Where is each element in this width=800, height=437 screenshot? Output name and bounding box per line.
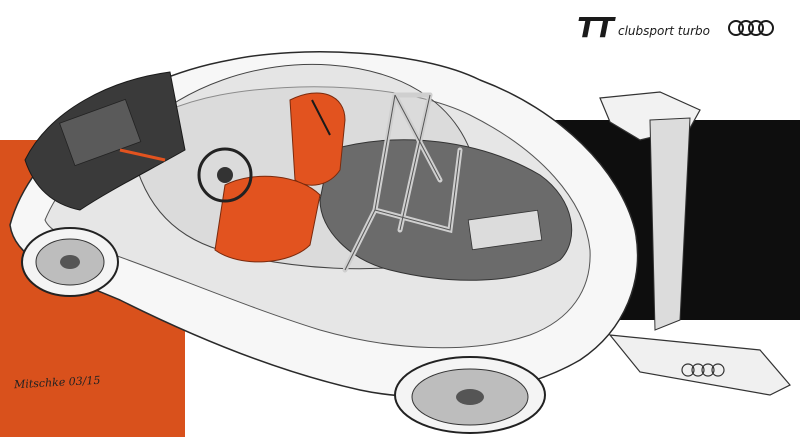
model-badge: TT clubsport turbo	[577, 14, 710, 42]
rear-wing	[599, 91, 791, 396]
four-rings-logo-icon	[728, 20, 774, 36]
rear-wheel	[394, 356, 546, 434]
brand-header: TT clubsport turbo	[577, 14, 774, 42]
model-subtitle: clubsport turbo	[617, 24, 710, 38]
front-wheel	[21, 227, 119, 297]
racing-seat	[214, 92, 346, 263]
steering-wheel	[197, 147, 253, 203]
model-name: TT	[577, 11, 614, 44]
wing-rings-logo	[681, 363, 725, 377]
engine-bay	[24, 71, 186, 211]
